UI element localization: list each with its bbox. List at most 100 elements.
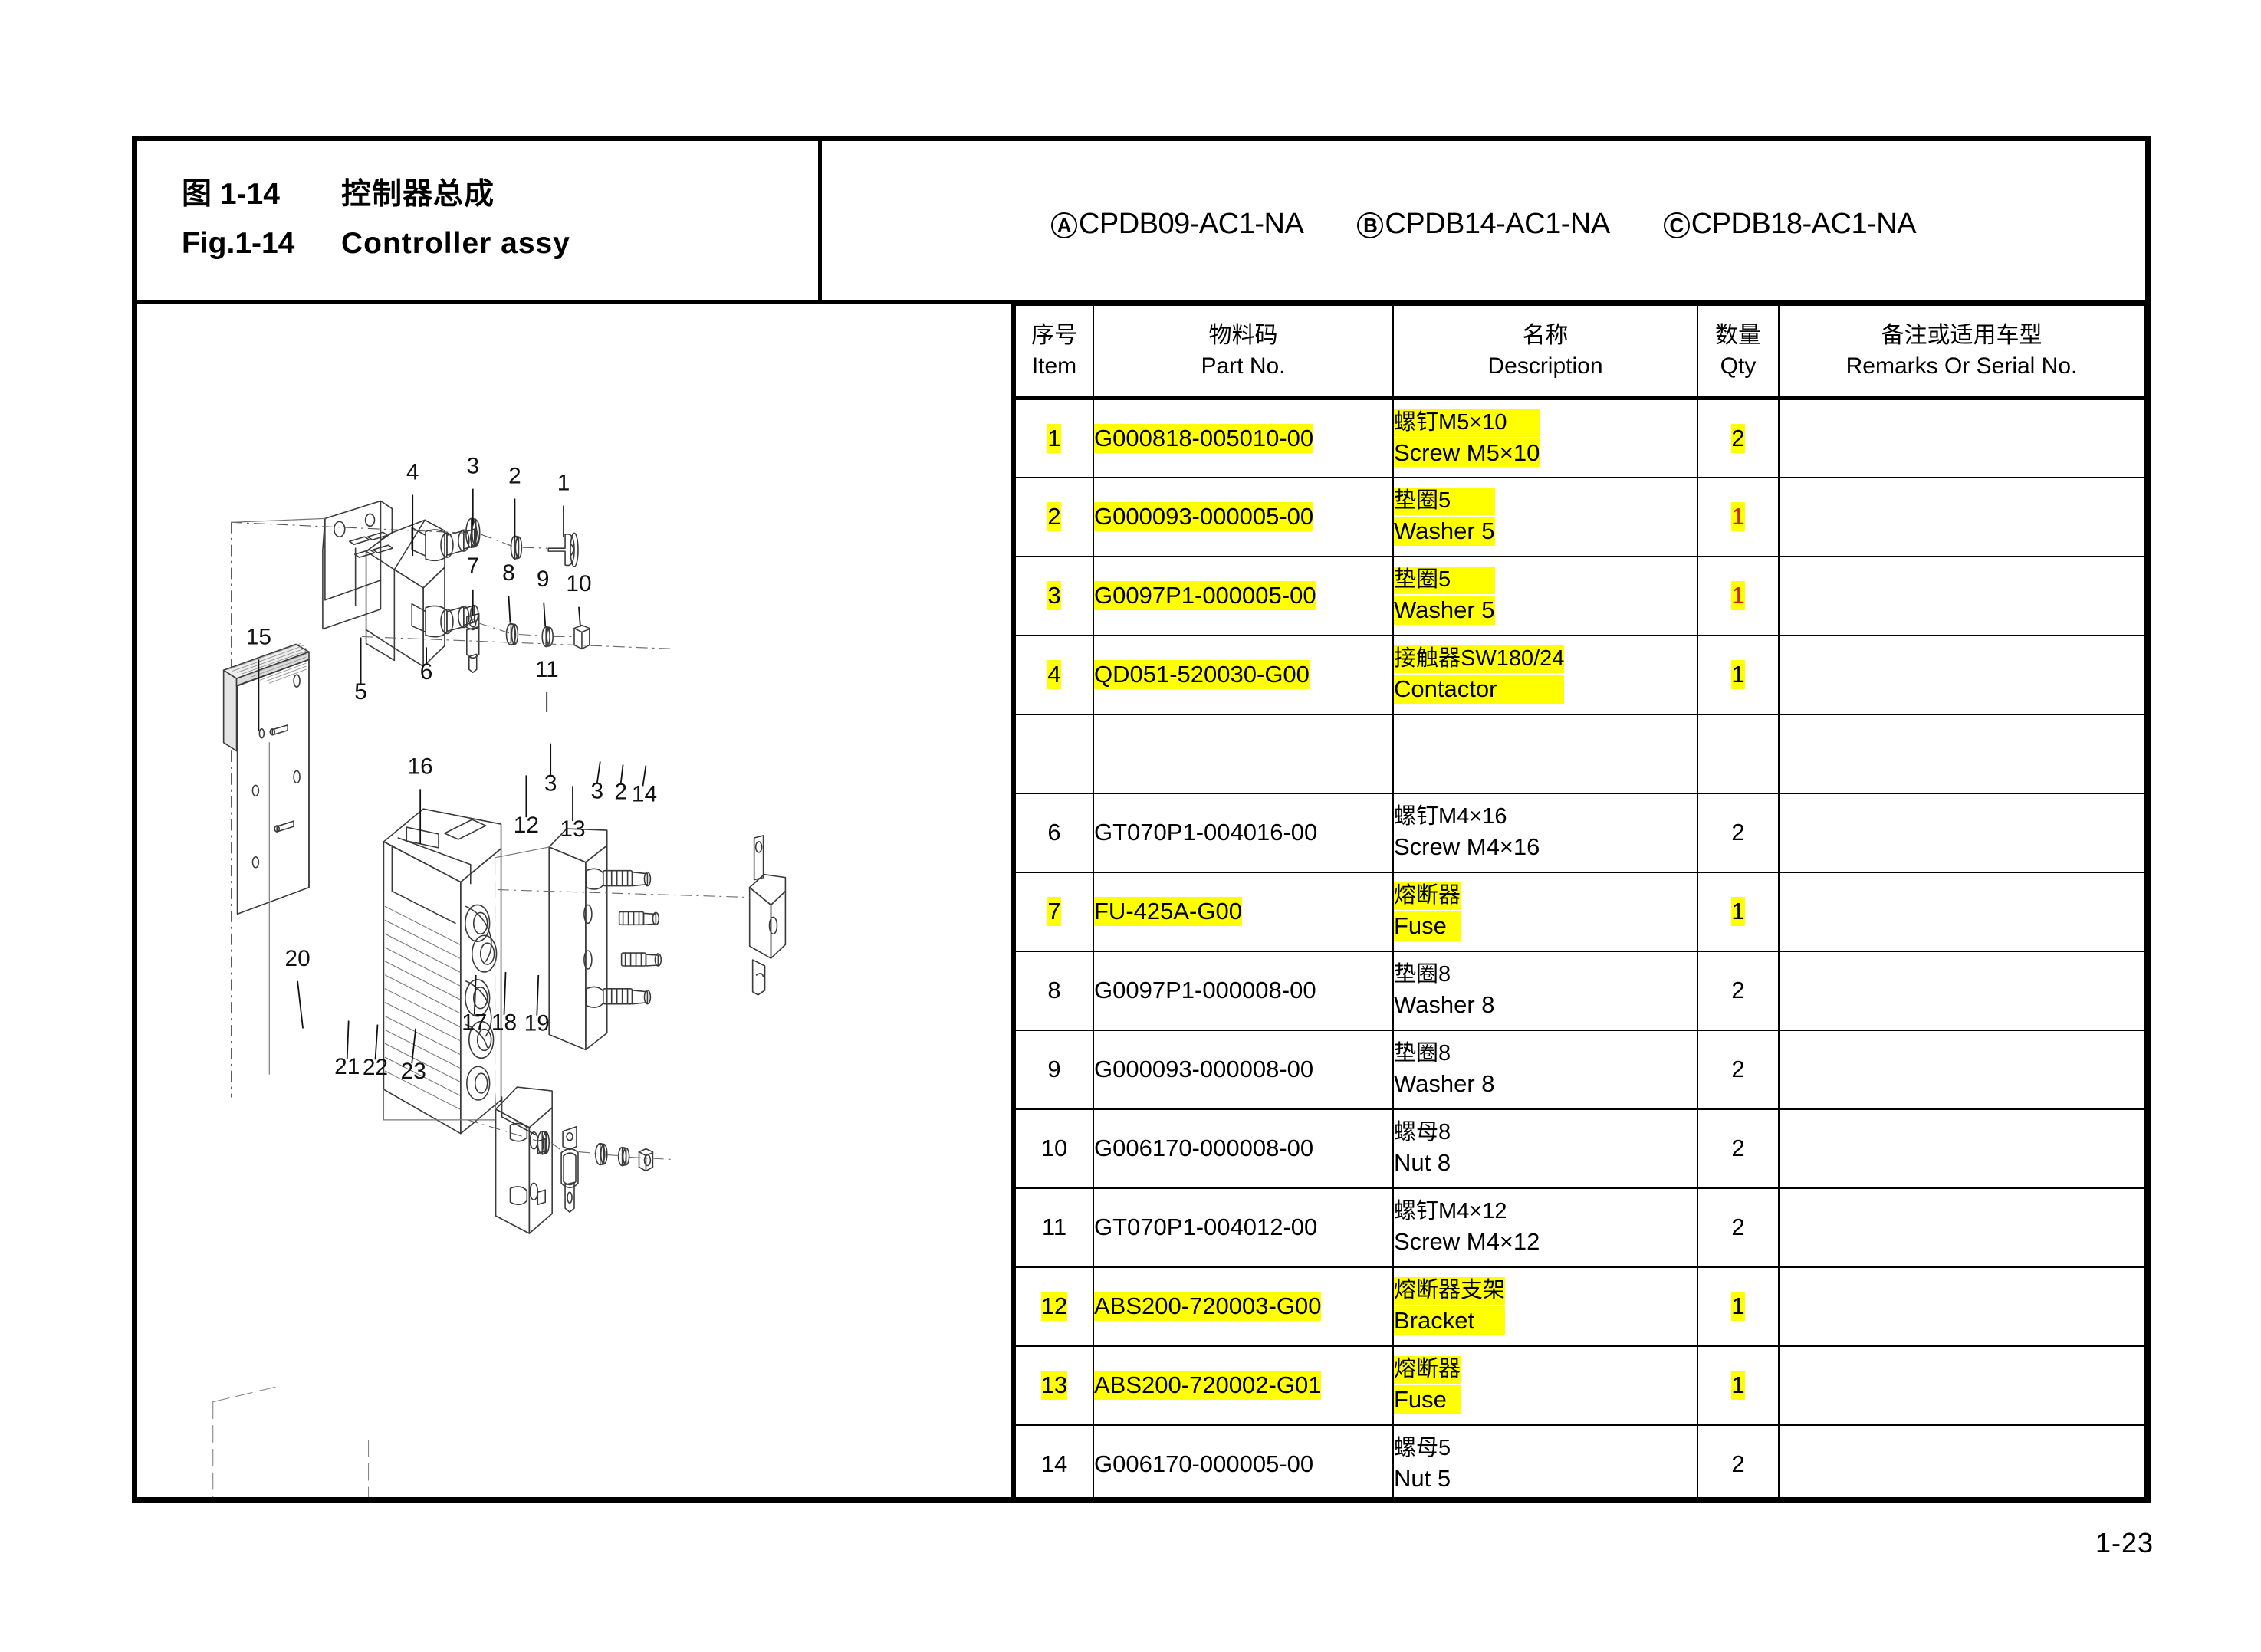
- part-fuse-bracket-lower: [495, 1086, 553, 1234]
- description-cn: 螺钉M4×12: [1394, 1199, 1507, 1224]
- item-number: 3: [1047, 581, 1061, 610]
- cell-item: 9: [1014, 1029, 1094, 1110]
- cell-part-no: ABS200-720003-G00: [1093, 1266, 1394, 1347]
- circled-letter-a-icon: A: [1050, 212, 1077, 238]
- qty-value: 1: [1731, 660, 1745, 689]
- part-number: ABS200-720003-G00: [1094, 1292, 1322, 1321]
- model-code-b: CPDB14-AC1-NA: [1385, 208, 1610, 240]
- cell-remarks: [1778, 713, 2145, 794]
- callout-20: 20: [284, 946, 310, 971]
- callout-12: 12: [514, 813, 539, 838]
- part-number: G000818-005010-00: [1094, 423, 1314, 453]
- circled-letter-b-icon: B: [1357, 212, 1384, 238]
- cell-item: 11: [1014, 1187, 1094, 1268]
- item-number: 10: [1040, 1135, 1068, 1162]
- callout-7: 7: [466, 553, 479, 579]
- page-number: 1-23: [2095, 1527, 2154, 1558]
- cell-part-no: [1093, 713, 1394, 794]
- cell-qty: 1: [1697, 634, 1780, 715]
- part-number: G006170-000005-00: [1094, 1450, 1314, 1478]
- description-en: Fuse: [1394, 1384, 1461, 1414]
- part-number: G006170-000008-00: [1094, 1135, 1314, 1162]
- description-cn: 垫圈5: [1394, 567, 1495, 594]
- description-en: Screw M4×12: [1394, 1227, 1540, 1255]
- cell-qty: 2: [1697, 1108, 1780, 1189]
- callout-16: 16: [408, 754, 433, 779]
- parts-list-table-pane: 序号 Item 物料码 Part No. 名称 Description 数量: [1014, 304, 2145, 1497]
- exploded-view-svg: 4 3 2 1 7 8 9 10 15 6 5 11 16 3 3 2 14: [212, 454, 787, 1497]
- header-qty-en: Qty: [1720, 353, 1757, 379]
- part-controller-body: [383, 808, 502, 1135]
- cell-part-no: G006170-000005-00: [1093, 1424, 1394, 1497]
- callout-4: 4: [406, 460, 419, 485]
- fastener-row-top: [465, 517, 579, 567]
- header-desc-cn: 名称: [1522, 322, 1569, 348]
- description-cn: 螺母5: [1394, 1436, 1451, 1461]
- qty-value: 2: [1731, 1450, 1745, 1478]
- description-en: Contactor: [1394, 674, 1565, 704]
- item-number: 4: [1047, 660, 1061, 689]
- cell-part-no: FU-425A-G00: [1093, 871, 1394, 952]
- qty-value: 2: [1731, 423, 1745, 453]
- cell-qty: 2: [1697, 950, 1780, 1031]
- callout-23: 23: [401, 1059, 426, 1084]
- cell-remarks: [1778, 397, 2145, 478]
- figure-name-en: Controller assy: [341, 227, 570, 260]
- model-code-a: CPDB09-AC1-NA: [1078, 208, 1304, 240]
- callout-22: 22: [363, 1055, 388, 1080]
- callout-18: 18: [491, 1010, 517, 1036]
- item-number: 8: [1047, 977, 1061, 1004]
- table-header-row: 序号 Item 物料码 Part No. 名称 Description 数量: [1014, 304, 2145, 400]
- description-cn: 熔断器支架: [1394, 1277, 1506, 1305]
- qty-value: 1: [1731, 581, 1745, 610]
- description-cn: 熔断器: [1394, 882, 1461, 910]
- qty-value: 1: [1731, 502, 1745, 531]
- cell-remarks: [1778, 634, 2145, 715]
- header-part-en: Part No.: [1201, 353, 1286, 379]
- cell-item: 12: [1014, 1266, 1094, 1347]
- page-body: 4 3 2 1 7 8 9 10 15 6 5 11 16 3 3 2 14: [137, 304, 2145, 1497]
- cell-qty: 1: [1697, 555, 1780, 636]
- cell-item: 13: [1014, 1345, 1094, 1426]
- cell-part-no: G0097P1-000005-00: [1093, 555, 1394, 636]
- exploded-view-diagram: 4 3 2 1 7 8 9 10 15 6 5 11 16 3 3 2 14: [137, 304, 1014, 1497]
- cell-remarks: [1778, 476, 2145, 557]
- cell-remarks: [1778, 1187, 2145, 1268]
- qty-value: 1: [1731, 897, 1745, 926]
- cell-part-no: G006170-000008-00: [1093, 1108, 1394, 1189]
- callout-2a: 2: [508, 464, 521, 489]
- callout-14: 14: [632, 781, 657, 806]
- cell-qty: 2: [1697, 1029, 1780, 1110]
- item-number: 6: [1047, 819, 1061, 846]
- part-fuse-bracket-upper: [748, 835, 787, 996]
- cell-remarks: [1778, 1424, 2145, 1497]
- callout-19: 19: [524, 1011, 550, 1036]
- description-en: Washer 8: [1394, 1069, 1495, 1097]
- description-en: Bracket: [1394, 1306, 1506, 1335]
- callout-8: 8: [502, 560, 515, 586]
- cell-item: 14: [1014, 1424, 1094, 1497]
- parts-list-table: 序号 Item 物料码 Part No. 名称 Description 数量: [1014, 304, 2145, 1497]
- cell-part-no: G000093-000005-00: [1093, 476, 1394, 557]
- callout-17: 17: [462, 1010, 487, 1036]
- description-en: Nut 5: [1394, 1464, 1451, 1492]
- qty-value: 2: [1731, 977, 1745, 1004]
- cell-qty: 2: [1697, 1424, 1780, 1497]
- description-cn: 垫圈8: [1394, 1041, 1451, 1066]
